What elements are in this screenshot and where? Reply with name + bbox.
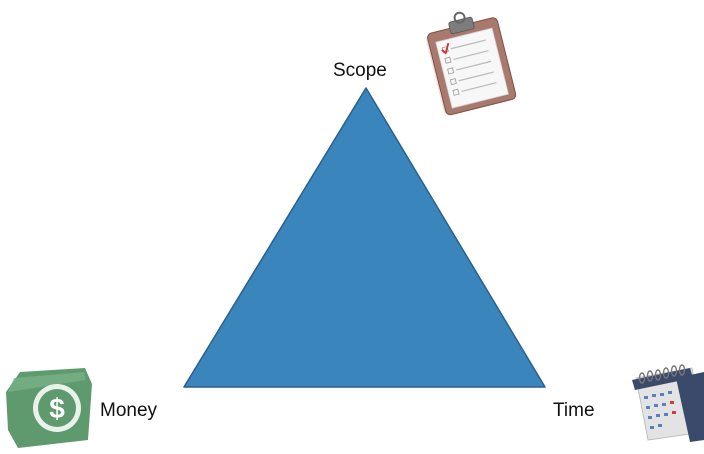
money-label: Money — [100, 400, 158, 421]
project-triangle — [183, 87, 546, 388]
calendar-icon — [632, 364, 704, 442]
svg-text:$: $ — [49, 393, 65, 424]
scope-label: Scope — [333, 60, 387, 81]
time-label: Time — [553, 400, 595, 421]
clipboard-checklist-icon — [426, 11, 517, 116]
money-dollar-icon: $ — [6, 368, 92, 448]
